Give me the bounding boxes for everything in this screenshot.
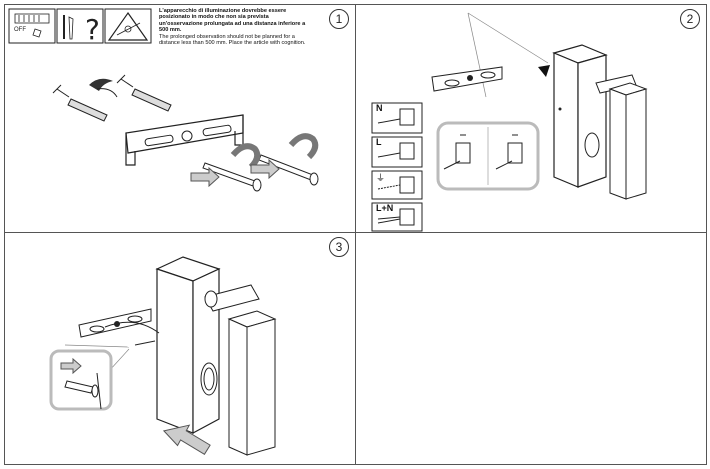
power-off-icon bbox=[8, 8, 56, 44]
push-arrow-detail bbox=[60, 357, 82, 375]
screw-left bbox=[202, 162, 262, 192]
lamp-lens bbox=[200, 362, 218, 396]
safety-warning-text: L'apparecchio di illuminazione dovrebbe … bbox=[159, 8, 309, 46]
step-2-illustration bbox=[371, 12, 648, 232]
empty-panel bbox=[355, 232, 707, 465]
terminal-box-earth bbox=[371, 170, 423, 200]
terminal-label-n: N bbox=[376, 103, 383, 113]
switch-off-label: OFF bbox=[14, 27, 26, 33]
guide-line bbox=[467, 12, 549, 64]
step-2-panel: 2 bbox=[355, 4, 707, 233]
warning-english: The prolonged observation should not be … bbox=[159, 33, 306, 47]
step-number-2: 2 bbox=[680, 9, 700, 29]
rotation-arrow-right bbox=[288, 133, 319, 160]
direction-arrow-icon bbox=[538, 65, 550, 77]
rotation-arrow-left bbox=[230, 143, 261, 170]
terminal-label-ln: L+N bbox=[376, 203, 394, 213]
insert-arrow-icon bbox=[162, 424, 211, 455]
wall-plug-left bbox=[52, 84, 108, 122]
warning-italian: L'apparecchio di illuminazione dovrebbe … bbox=[159, 8, 306, 34]
mounting-bracket bbox=[125, 114, 244, 154]
step-1-illustration: ? bbox=[8, 8, 319, 192]
step-number-1: 1 bbox=[329, 9, 349, 29]
push-arrow-left bbox=[190, 166, 220, 188]
earth-icon: ⏚ bbox=[376, 173, 386, 183]
cable bbox=[104, 321, 160, 334]
step-3-panel: 3 bbox=[4, 232, 356, 465]
step-1-panel: 1 ? bbox=[4, 4, 356, 233]
fixing-screw bbox=[134, 340, 156, 346]
installed-bracket bbox=[431, 66, 503, 92]
terminal-box-ln bbox=[371, 202, 423, 232]
screw-detail-callout bbox=[49, 349, 113, 411]
wall-plug-right bbox=[116, 74, 172, 112]
lamp-lens bbox=[584, 132, 600, 158]
question-mark: ? bbox=[85, 13, 100, 46]
cable-pliers bbox=[89, 78, 113, 91]
push-arrow-right bbox=[250, 158, 280, 180]
step-3-illustration bbox=[49, 256, 277, 456]
terminal-box-l bbox=[371, 136, 423, 168]
terminal-box-n bbox=[371, 102, 423, 134]
step-number-3: 3 bbox=[329, 237, 349, 257]
terminal-label-l: L bbox=[376, 137, 382, 147]
